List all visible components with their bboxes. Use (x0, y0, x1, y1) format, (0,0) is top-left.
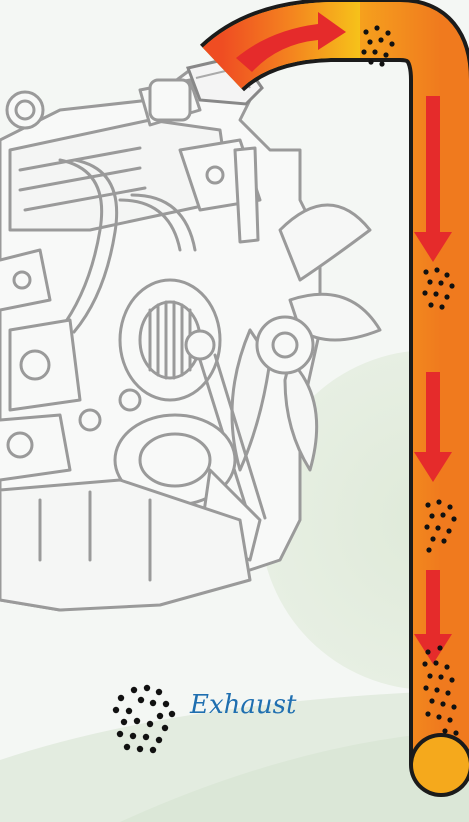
legend-label-exhaust: Exhaust (190, 692, 296, 718)
